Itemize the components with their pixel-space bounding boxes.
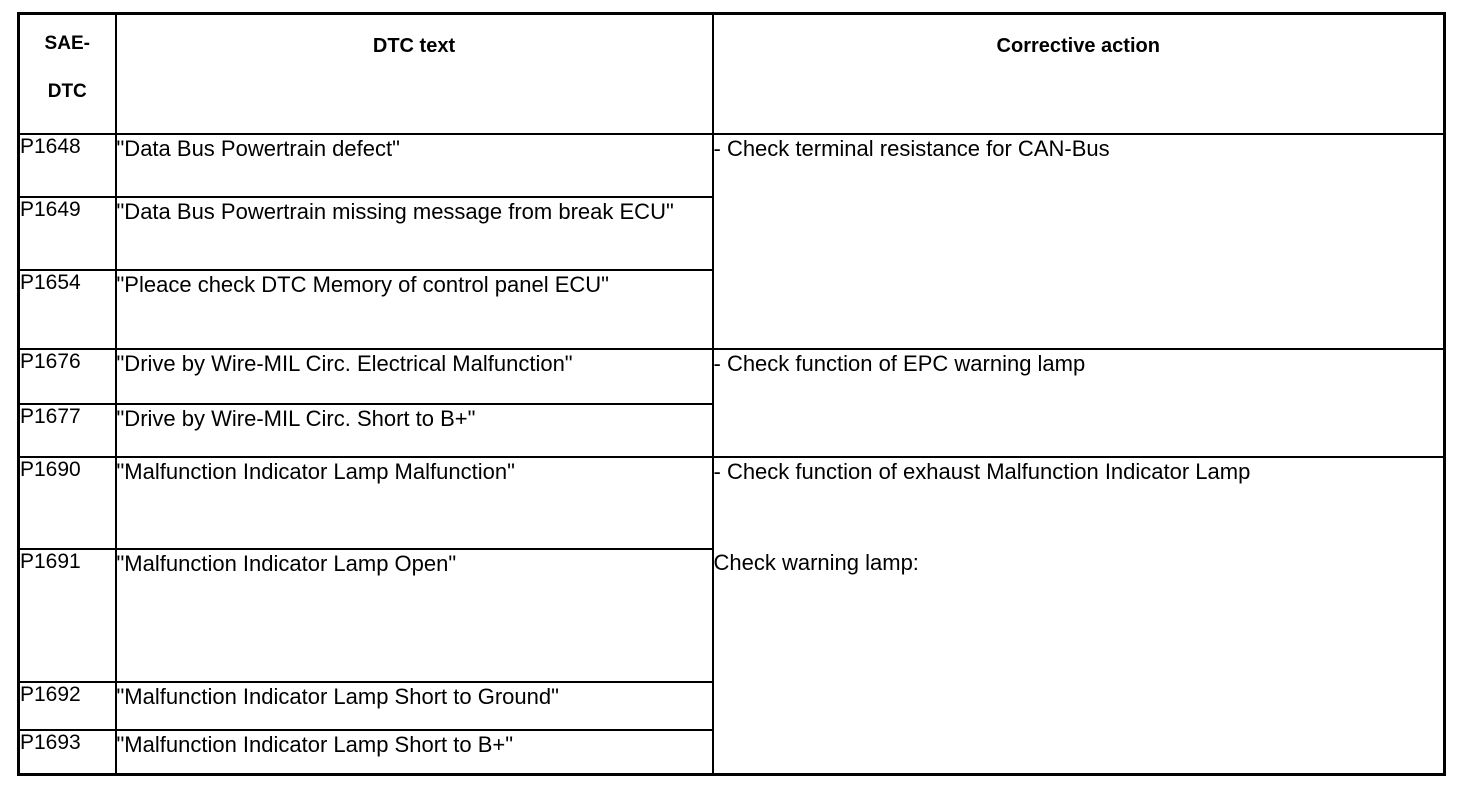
- cell-dtc-text: "Malfunction Indicator Lamp Short to Gro…: [114, 681, 714, 731]
- cell-corrective-action: - Check function of EPC warning lamp: [711, 348, 1446, 458]
- table-row: P1676 "Drive by Wire-MIL Circ. Electrica…: [17, 348, 1446, 458]
- cell-sae-dtc: P1648: [17, 133, 117, 198]
- table-row: P1692 "Malfunction Indicator Lamp Short …: [17, 681, 1445, 731]
- cell-corrective-action: - Check function of exhaust Malfunction …: [711, 456, 1446, 776]
- column-header-dtc-text-label: DTC text: [372, 35, 456, 57]
- corrective-action-text: - Check function of EPC warning lamp: [713, 351, 1086, 376]
- column-header-dtc-text: DTC text: [114, 12, 714, 135]
- cell-dtc-text: "Pleace check DTC Memory of control pane…: [114, 269, 714, 350]
- column-header-corrective-action-label: Corrective action: [996, 35, 1160, 57]
- cell-dtc-text: "Data Bus Powertrain defect": [114, 133, 714, 198]
- cell-sae-dtc: P1676: [17, 348, 117, 405]
- corrective-action-text-secondary: Check warning lamp:: [713, 550, 919, 576]
- cell-dtc-text: "Drive by Wire-MIL Circ. Short to B+": [114, 403, 714, 458]
- cell-sae-dtc: P1691: [17, 548, 117, 683]
- cell-corrective-action: - Check terminal resistance for CAN-Bus: [711, 133, 1446, 350]
- table-row: P1654 "Pleace check DTC Memory of contro…: [17, 269, 1445, 350]
- cell-dtc-text: "Malfunction Indicator Lamp Open": [114, 548, 714, 683]
- cell-dtc-text: "Drive by Wire-MIL Circ. Electrical Malf…: [114, 348, 714, 405]
- column-header-sae-dtc-line2: DTC: [47, 81, 87, 103]
- table-row: P1693 "Malfunction Indicator Lamp Short …: [17, 729, 1445, 776]
- table-row: P1691 "Malfunction Indicator Lamp Open": [17, 548, 1445, 683]
- table-row: P1690 "Malfunction Indicator Lamp Malfun…: [17, 456, 1446, 776]
- column-header-sae-dtc-line1: SAE-: [44, 33, 90, 54]
- dtc-fault-code-table: SAE- DTC DTC text Corrective action P164…: [17, 12, 1446, 776]
- corrective-action-text: - Check terminal resistance for CAN-Bus: [713, 136, 1110, 161]
- cell-sae-dtc: P1649: [17, 196, 117, 271]
- cell-dtc-text: "Data Bus Powertrain missing message fro…: [114, 196, 714, 271]
- table-row: P1677 "Drive by Wire-MIL Circ. Short to …: [17, 403, 1445, 458]
- table-row: P1649 "Data Bus Powertrain missing messa…: [17, 196, 1445, 271]
- column-header-sae-dtc: SAE- DTC: [17, 12, 117, 135]
- cell-sae-dtc: P1692: [17, 681, 117, 731]
- cell-sae-dtc: P1677: [17, 403, 117, 458]
- column-header-corrective-action: Corrective action: [711, 12, 1446, 135]
- corrective-action-text: - Check function of exhaust Malfunction …: [713, 459, 1251, 484]
- cell-sae-dtc: P1693: [17, 729, 117, 776]
- cell-dtc-text: "Malfunction Indicator Lamp Short to B+": [114, 729, 714, 776]
- table-header-row: SAE- DTC DTC text Corrective action: [17, 12, 1446, 135]
- cell-sae-dtc: P1690: [17, 456, 117, 550]
- table-row: P1648 "Data Bus Powertrain defect" - Che…: [17, 133, 1446, 350]
- cell-dtc-text: "Malfunction Indicator Lamp Malfunction": [114, 456, 714, 550]
- cell-sae-dtc: P1654: [17, 269, 117, 350]
